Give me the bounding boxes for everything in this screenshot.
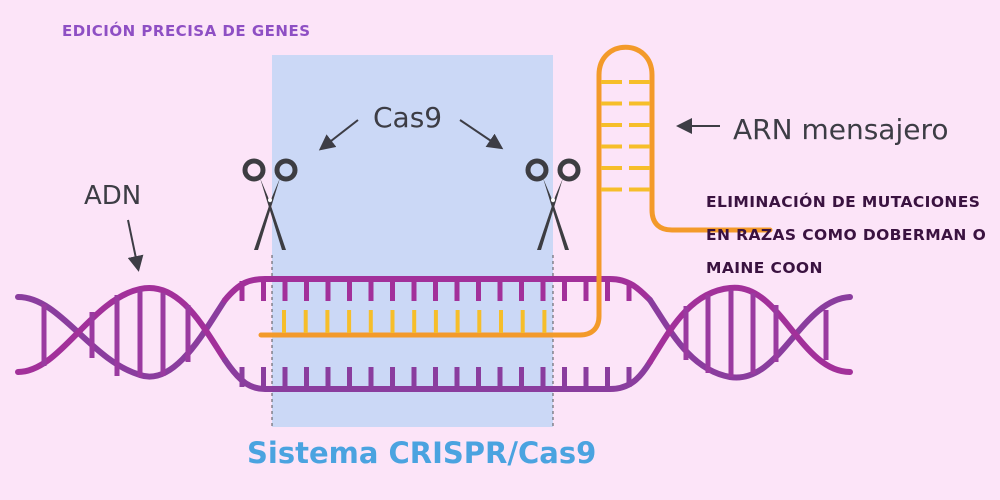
callout-line: Eliminación de mutaciones	[706, 193, 981, 211]
mrna-label: ARN mensajero	[733, 113, 948, 146]
dna-label: ADN	[84, 181, 141, 211]
crispr-highlight-region	[272, 55, 553, 427]
dna-open-region	[222, 276, 653, 392]
arrow-icon-cas9-right	[459, 119, 504, 150]
dna-helix-right	[647, 284, 853, 381]
page-title: Edición precisa de genes	[62, 22, 311, 40]
scissors-icon-left	[242, 158, 298, 250]
callout-line: Maine Coon	[706, 259, 823, 277]
callout-line: en razas como Doberman o	[706, 226, 987, 244]
arrow-icon-cas9-left	[318, 119, 359, 151]
scissors-icon-right	[525, 158, 581, 250]
cas9-label: Cas9	[373, 101, 442, 134]
dna-helix-left	[15, 284, 228, 380]
arrow-icon-dna	[127, 219, 144, 272]
rna-strand	[258, 44, 773, 338]
mutation-callout: Eliminación de mutaciones en razas como …	[706, 186, 996, 285]
system-label: Sistema CRISPR/Cas9	[247, 436, 596, 470]
